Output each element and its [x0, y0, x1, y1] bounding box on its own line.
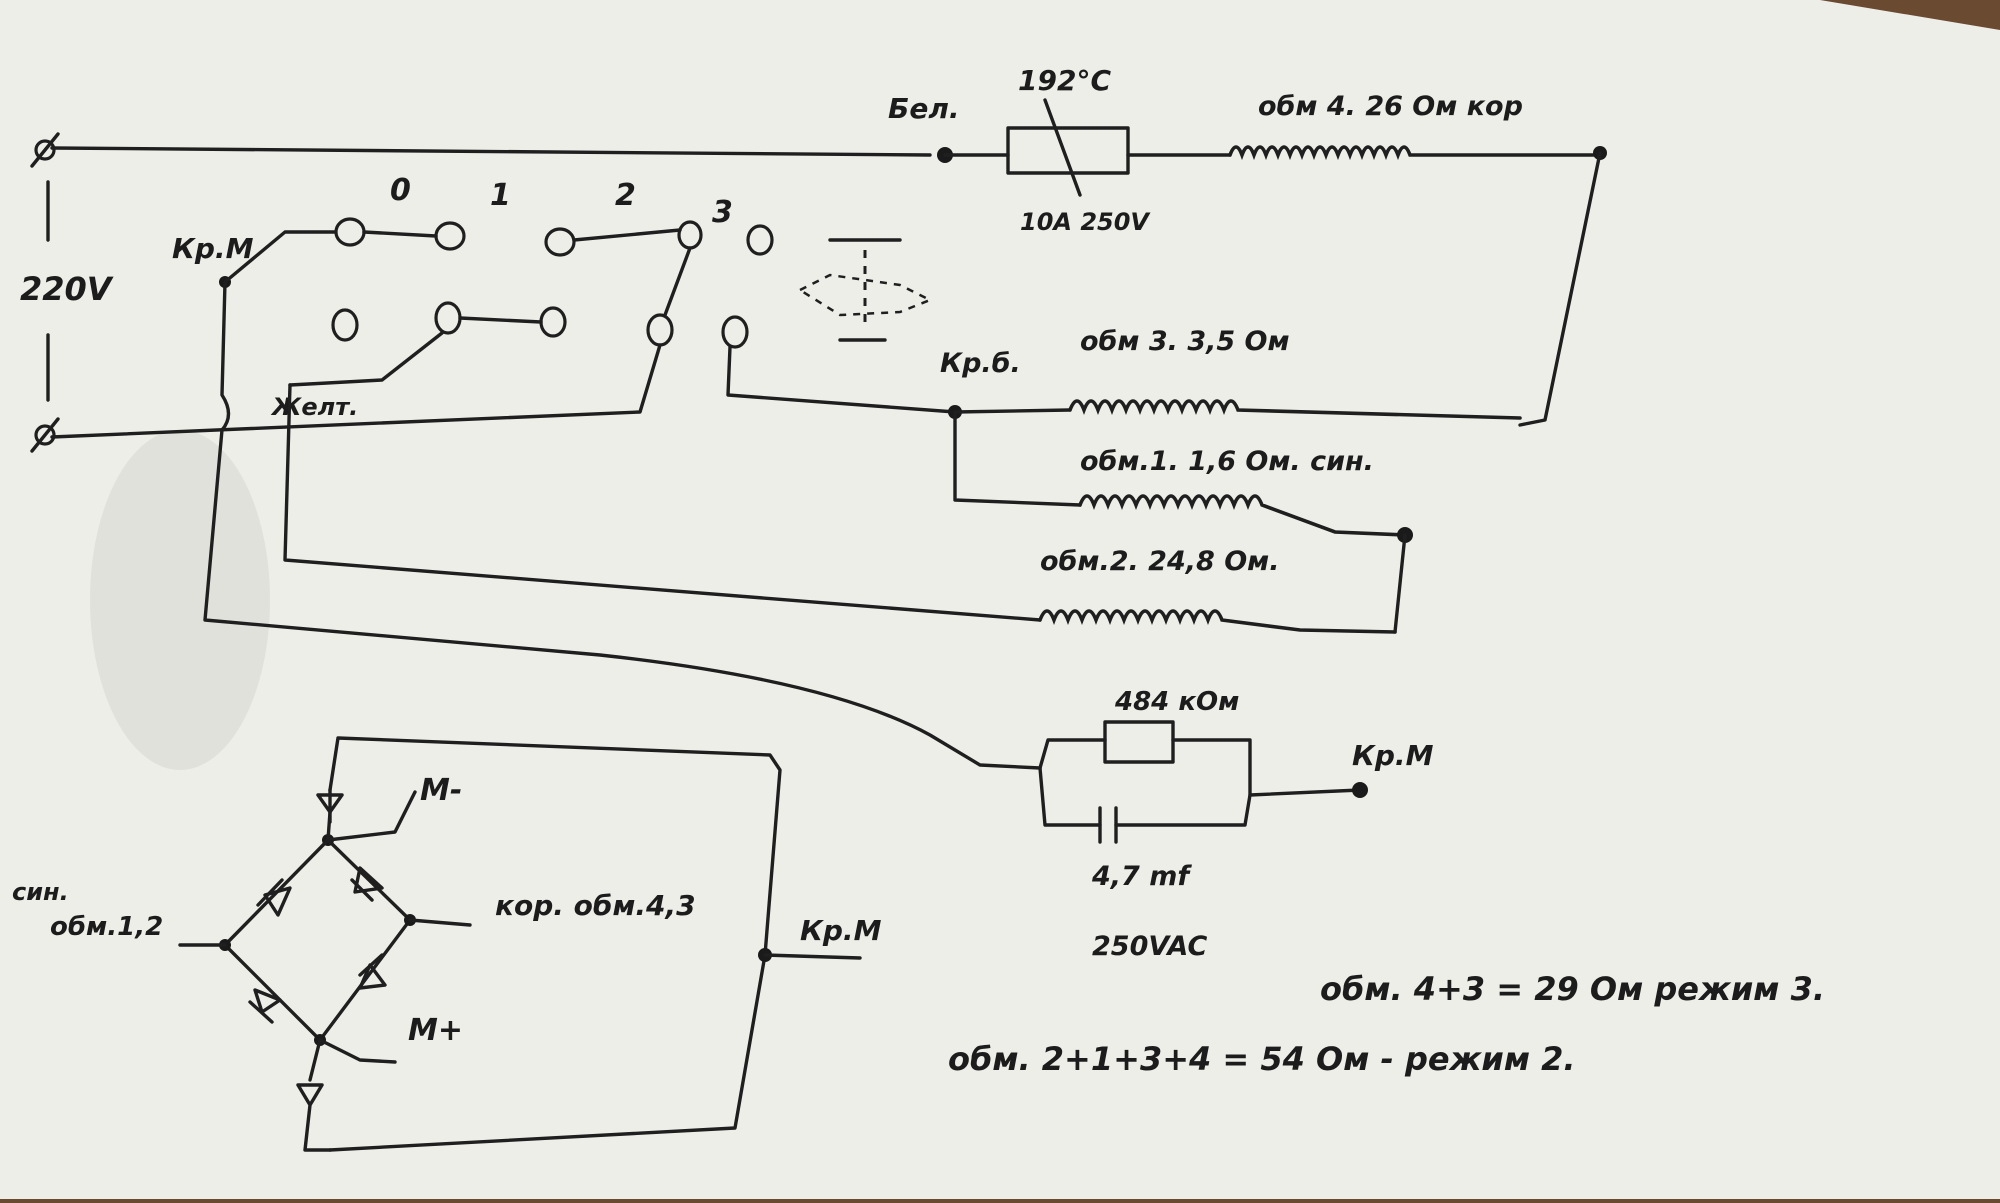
coil-3 [1068, 399, 1522, 420]
bridge-left-label-2: обм.1,2 [50, 912, 163, 942]
voltage-label: 220V [20, 270, 114, 308]
coil-1-label: обм.1. 1,6 Ом. син. [1080, 446, 1374, 477]
resistor-label: 484 кОм [1114, 687, 1239, 717]
zhelt-label: Желт. [270, 393, 358, 421]
note-mode-3: обм. 4+3 = 29 Ом режим 3. [1320, 970, 1825, 1008]
pushbutton-symbol [797, 238, 934, 342]
bridge-right-label: кор. обм.4,3 [495, 889, 696, 922]
coil-1 [1078, 494, 1407, 537]
coil-2-label: обм.2. 24,8 Ом. [1040, 546, 1279, 577]
rc-network [1038, 720, 1362, 844]
coil-2 [1038, 609, 1397, 634]
power-terminal-top [30, 132, 60, 168]
thermal-fuse [943, 98, 1232, 197]
switch-pos-1: 1 [490, 178, 511, 213]
power-terminal-bottom [30, 417, 60, 453]
resistor-484k [1103, 720, 1175, 764]
switch-pos-0: 0 [390, 173, 411, 208]
kb-label: Кр.б. [940, 348, 1021, 379]
m-minus-label: М- [420, 773, 462, 808]
diode-bridge [178, 736, 862, 1152]
fuse-temperature-label: 192°C [1018, 64, 1111, 97]
switch-pos-3: 3 [712, 195, 733, 230]
coil-3-label: обм 3. 3,5 Ом [1080, 326, 1290, 357]
capacitor-voltage-label: 250VAC [1092, 931, 1207, 962]
coil-4-label: обм 4. 26 Ом кор [1258, 91, 1523, 122]
m-plus-label: М+ [408, 1013, 463, 1048]
km-top-label: Кр.М [172, 232, 254, 265]
coil-4 [1228, 145, 1602, 161]
km-bridge-label: Кр.М [800, 914, 882, 947]
fuse-rating-label: 10А 250V [1020, 208, 1151, 236]
note-mode-2: обм. 2+1+3+4 = 54 Ом - режим 2. [948, 1040, 1576, 1078]
switch-contacts [331, 217, 774, 349]
km-cap-label: Кр.М [1352, 739, 1434, 772]
switch-pos-2: 2 [615, 178, 636, 213]
bel-label: Бел. [888, 92, 959, 125]
bridge-left-label-1: син. [12, 878, 69, 906]
capacitor-value-label: 4,7 mf [1091, 861, 1192, 892]
